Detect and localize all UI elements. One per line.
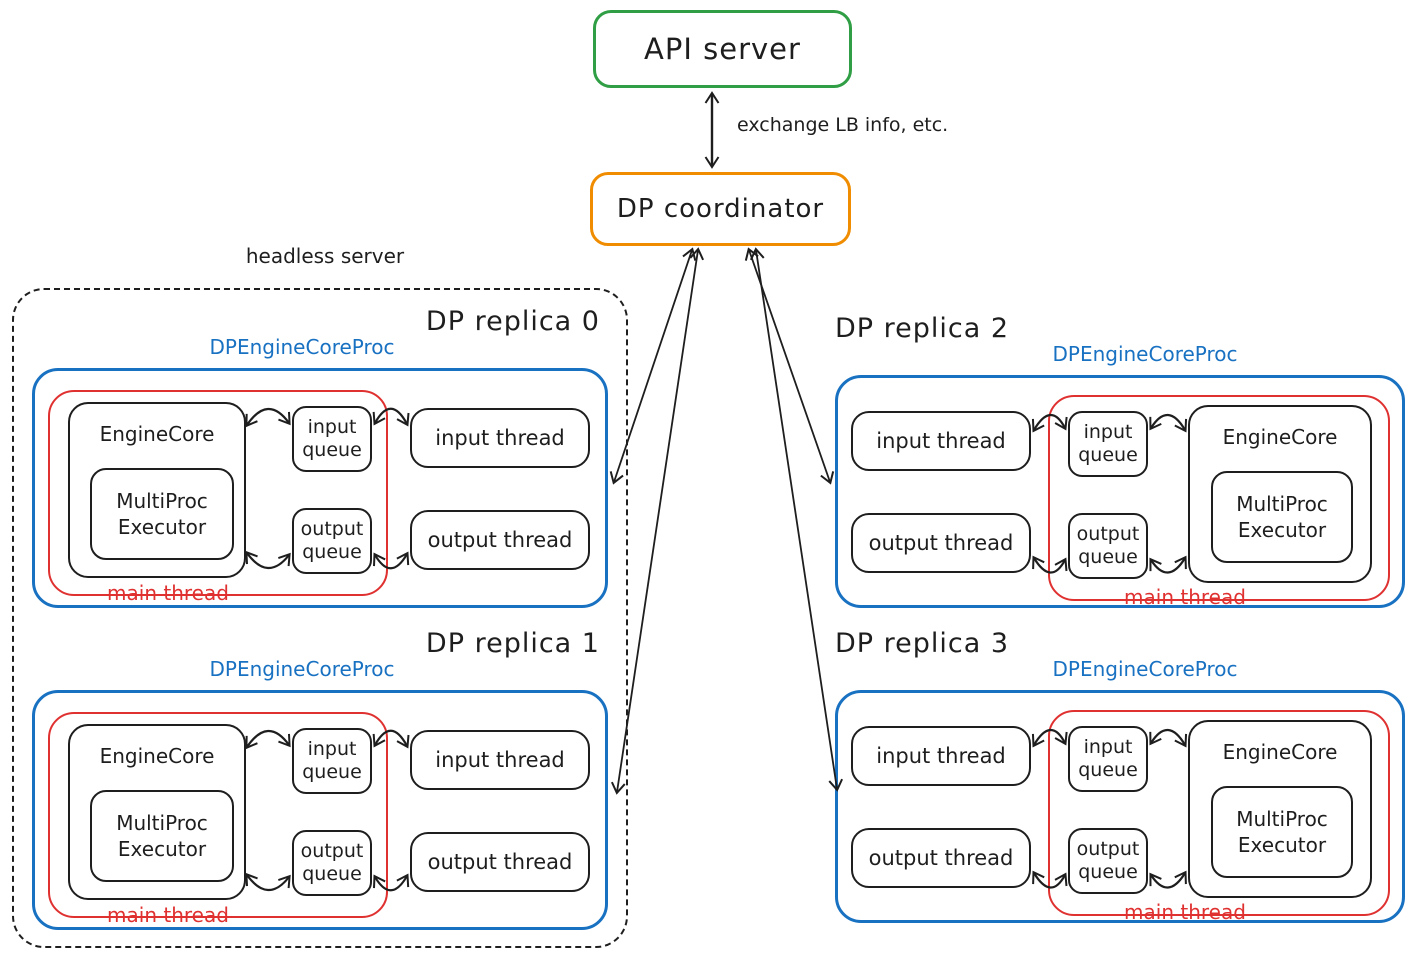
- input-thread-box: input thread: [851, 411, 1031, 471]
- output-thread-box: output thread: [851, 828, 1031, 888]
- main-thread-label: main thread: [107, 903, 229, 927]
- output-thread-box: output thread: [851, 513, 1031, 573]
- multiproc-executor-box: MultiProc Executor: [90, 790, 234, 882]
- multiproc-executor-box: MultiProc Executor: [90, 468, 234, 560]
- input-queue-box: input queue: [292, 728, 372, 794]
- replica-1-main-thread-box: [48, 712, 388, 918]
- main-thread-label: main thread: [1124, 900, 1246, 924]
- engine-core-label: EngineCore: [99, 744, 215, 768]
- replica-3-title: DP replica 3: [835, 628, 1010, 659]
- input-thread-box: input thread: [410, 408, 590, 468]
- input-queue-box: input queue: [1068, 726, 1148, 792]
- dp-replica-1: DP replica 1 DPEngineCoreProc EngineCore…: [32, 628, 608, 930]
- replica-3-proc-label: DPEngineCoreProc: [1052, 657, 1238, 681]
- api-server-box: API server: [593, 10, 852, 88]
- output-thread-box: output thread: [410, 832, 590, 892]
- output-queue-box: output queue: [292, 508, 372, 574]
- dp-replica-0: DP replica 0 DPEngineCoreProc EngineCore…: [32, 306, 608, 608]
- dp-coordinator-box: DP coordinator: [590, 172, 851, 246]
- main-thread-label: main thread: [107, 581, 229, 605]
- replica-1-proc-label: DPEngineCoreProc: [209, 657, 395, 681]
- replica-2-title: DP replica 2: [835, 313, 1010, 344]
- engine-core-label: EngineCore: [99, 422, 215, 446]
- output-queue-box: output queue: [292, 830, 372, 896]
- api-server-label: API server: [644, 32, 801, 66]
- replica-0-proc-box: [32, 368, 608, 608]
- dp-coordinator-label: DP coordinator: [616, 194, 825, 224]
- engine-core-label: EngineCore: [1222, 740, 1338, 764]
- replica-0-engine-core-box: EngineCore MultiProc Executor: [68, 402, 246, 578]
- replica-0-proc-label: DPEngineCoreProc: [209, 335, 395, 359]
- headless-server-label: headless server: [245, 244, 405, 268]
- replica-0-title: DP replica 0: [425, 306, 600, 337]
- exchange-lb-info-label: exchange LB info, etc.: [737, 114, 949, 136]
- replica-2-proc-label: DPEngineCoreProc: [1052, 342, 1238, 366]
- dp-replica-2: DP replica 2 DPEngineCoreProc EngineCore…: [835, 313, 1405, 609]
- dp-replica-3: DP replica 3 DPEngineCoreProc EngineCore…: [835, 628, 1405, 924]
- output-queue-box: output queue: [1068, 513, 1148, 579]
- replica-1-title: DP replica 1: [425, 628, 600, 659]
- input-queue-box: input queue: [1068, 411, 1148, 477]
- coordinator-replica2-arrow: [744, 247, 835, 485]
- coordinator-replica1-arrow: [610, 247, 705, 795]
- main-thread-label: main thread: [1124, 585, 1246, 609]
- input-queue-box: input queue: [292, 406, 372, 472]
- output-thread-box: output thread: [410, 510, 590, 570]
- multiproc-executor-box: MultiProc Executor: [1211, 471, 1353, 563]
- output-queue-box: output queue: [1068, 828, 1148, 894]
- input-thread-box: input thread: [410, 730, 590, 790]
- replica-1-engine-core-box: EngineCore MultiProc Executor: [68, 724, 246, 900]
- replica-0-main-thread-box: [48, 390, 388, 596]
- replica-3-main-thread-box: [1048, 710, 1390, 916]
- replica-2-main-thread-box: [1048, 395, 1390, 601]
- input-thread-box: input thread: [851, 726, 1031, 786]
- replica-3-engine-core-box: EngineCore MultiProc Executor: [1188, 720, 1372, 898]
- replica-2-engine-core-box: EngineCore MultiProc Executor: [1188, 405, 1372, 583]
- multiproc-executor-box: MultiProc Executor: [1211, 786, 1353, 878]
- replica-3-proc-box: [835, 690, 1405, 923]
- replica-1-proc-box: [32, 690, 608, 930]
- coordinator-replica3-arrow: [749, 247, 844, 792]
- engine-core-label: EngineCore: [1222, 425, 1338, 449]
